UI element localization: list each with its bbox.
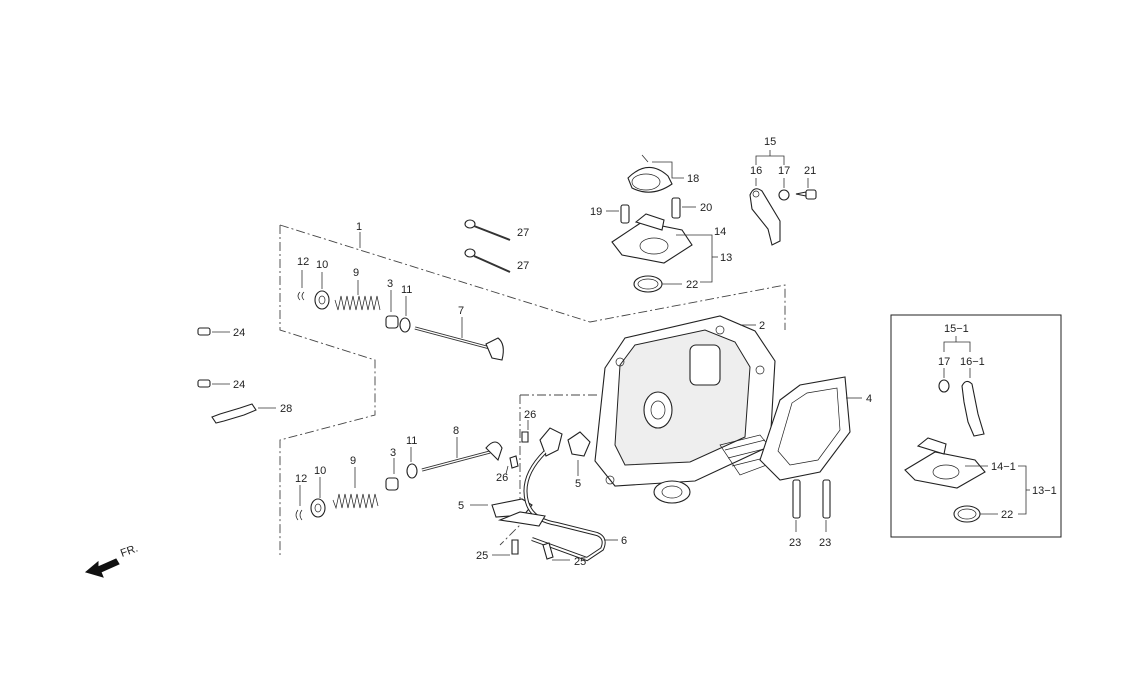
callout-22: 22 <box>686 279 698 291</box>
studs-23: 23 23 <box>789 479 831 549</box>
callout-15: 15 <box>764 136 776 148</box>
callout-9-upper: 9 <box>353 267 359 279</box>
callout-3-lower: 3 <box>390 447 396 459</box>
inset-callout-22: 22 <box>1001 509 1013 521</box>
lever-group: 15 16 17 21 <box>749 136 817 246</box>
inset-callout-14-1: 14−1 <box>991 461 1016 473</box>
callout-14: 14 <box>714 226 726 238</box>
callout-23-left: 23 <box>789 537 801 549</box>
callout-18: 18 <box>687 173 699 185</box>
upper-valve-train: 12 10 9 3 11 7 <box>297 256 504 361</box>
inset-callout-17: 17 <box>938 356 950 368</box>
callout-26-lower: 26 <box>496 472 508 484</box>
callout-27-lower: 27 <box>517 260 529 272</box>
callout-5-right: 5 <box>575 478 581 490</box>
callout-21: 21 <box>804 165 816 177</box>
callout-13: 13 <box>720 252 732 264</box>
inset-callout-15-1: 15−1 <box>944 323 969 335</box>
callout-17: 17 <box>778 165 790 177</box>
callout-10-upper: 10 <box>316 259 328 271</box>
callout-5-left: 5 <box>458 500 464 512</box>
callout-8: 8 <box>453 425 459 437</box>
callout-11-lower: 11 <box>406 435 417 447</box>
callout-3-upper: 3 <box>387 278 393 290</box>
callout-24-upper: 24 <box>233 327 245 339</box>
gasket-4: 4 <box>759 376 872 481</box>
callout-26-upper: 26 <box>524 409 536 421</box>
valve-group-outline <box>279 224 786 555</box>
callout-25-right: 25 <box>574 556 586 568</box>
callout-2: 2 <box>759 320 765 332</box>
bolts-27: 27 27 <box>464 219 529 273</box>
callout-24-lower: 24 <box>233 379 245 391</box>
intake-group: 18 19 20 14 13 22 <box>590 154 732 293</box>
callout-27-upper: 27 <box>517 227 529 239</box>
front-direction-indicator: FR. <box>84 542 140 578</box>
front-direction-label: FR. <box>119 542 140 559</box>
inset-callout-16-1: 16−1 <box>960 356 985 368</box>
callout-23-right: 23 <box>819 537 831 549</box>
callout-12-lower: 12 <box>295 473 307 485</box>
callout-11-upper: 11 <box>401 284 412 296</box>
callout-7: 7 <box>458 305 464 317</box>
callout-10-lower: 10 <box>314 465 326 477</box>
oil-pipe-assembly: 5 5 6 26 26 25 25 <box>458 409 627 568</box>
dowels-and-spark-plug: 24 24 28 <box>197 327 292 424</box>
callout-12-upper: 12 <box>297 256 309 268</box>
lower-valve-train: 12 10 9 3 11 8 <box>295 425 503 521</box>
inset-13-1-group: 15−1 17 16−1 14−1 13−1 22 <box>890 314 1062 538</box>
callout-19: 19 <box>590 206 602 218</box>
callout-4: 4 <box>866 393 872 405</box>
callout-1: 1 <box>356 221 362 233</box>
front-arrow-icon <box>84 558 120 578</box>
inset-callout-13-1: 13−1 <box>1032 485 1057 497</box>
cylinder-head-body: 2 <box>594 315 781 504</box>
callout-28: 28 <box>280 403 292 415</box>
callout-25-left: 25 <box>476 550 488 562</box>
callout-20: 20 <box>700 202 712 214</box>
callout-9-lower: 9 <box>350 455 356 467</box>
callout-6: 6 <box>621 535 627 547</box>
callout-16: 16 <box>750 165 762 177</box>
